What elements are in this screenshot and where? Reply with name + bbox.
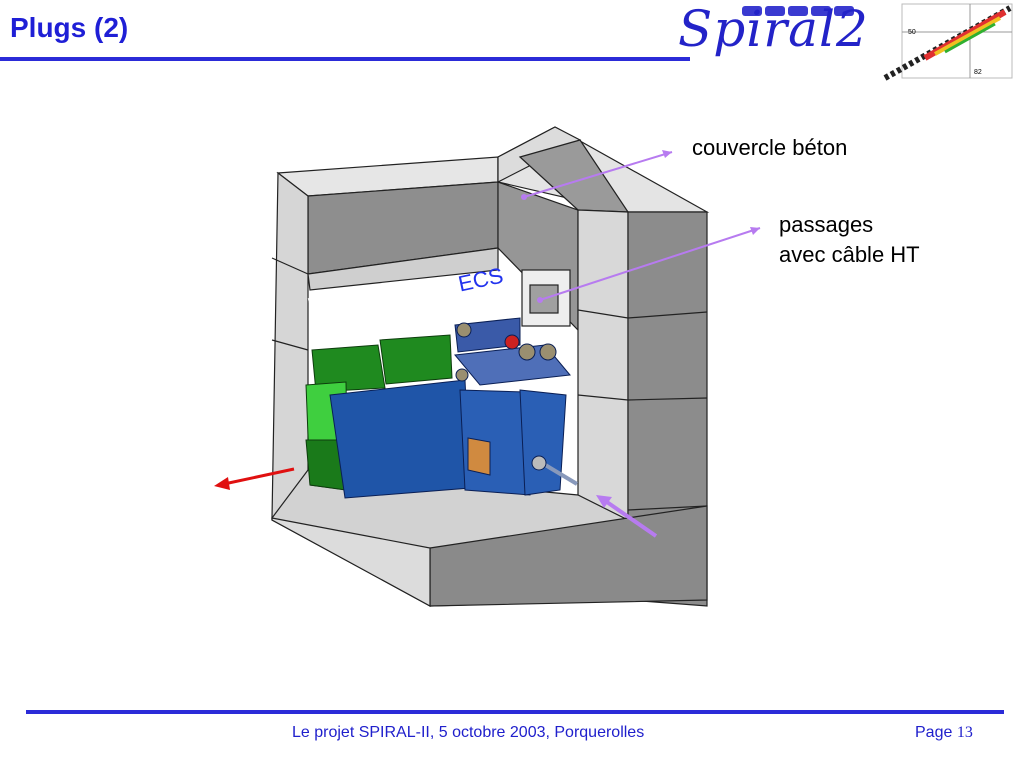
concrete-structure [271, 126, 710, 608]
arrow-passages [539, 227, 761, 301]
label-passages-line2: avec câble HT [779, 242, 920, 267]
footer-divider [26, 710, 1004, 714]
page-indicator: Page 13 [915, 724, 973, 742]
spiral2-logo: 50 82 [742, 3, 1013, 81]
page-label: Page [915, 724, 953, 741]
cutaway-diagram [214, 126, 761, 608]
label-couvercle-beton: couvercle béton [692, 135, 848, 160]
arrow-couvercle [523, 151, 673, 198]
logo-chart-icon [883, 3, 1013, 81]
label-passages-line1: passages [779, 212, 874, 237]
footer-text: Le projet SPIRAL-II, 5 octobre 2003, Por… [292, 724, 645, 741]
callout-arrows [214, 150, 761, 538]
arrow-floor [602, 498, 658, 538]
logo-axis-label-82: 82 [974, 69, 982, 76]
blue-equipment [329, 317, 579, 499]
arrow-red-exit [223, 467, 295, 486]
logo-axis-label-50: 50 [908, 29, 916, 36]
page-number: 13 [956, 724, 973, 741]
logo-text: Spiral2 [678, 0, 869, 58]
label-passages: passages avec câble HT [779, 210, 920, 270]
title-divider [0, 57, 690, 61]
logo-icon-strip [742, 6, 854, 16]
slide-title: Plugs (2) [10, 12, 129, 43]
